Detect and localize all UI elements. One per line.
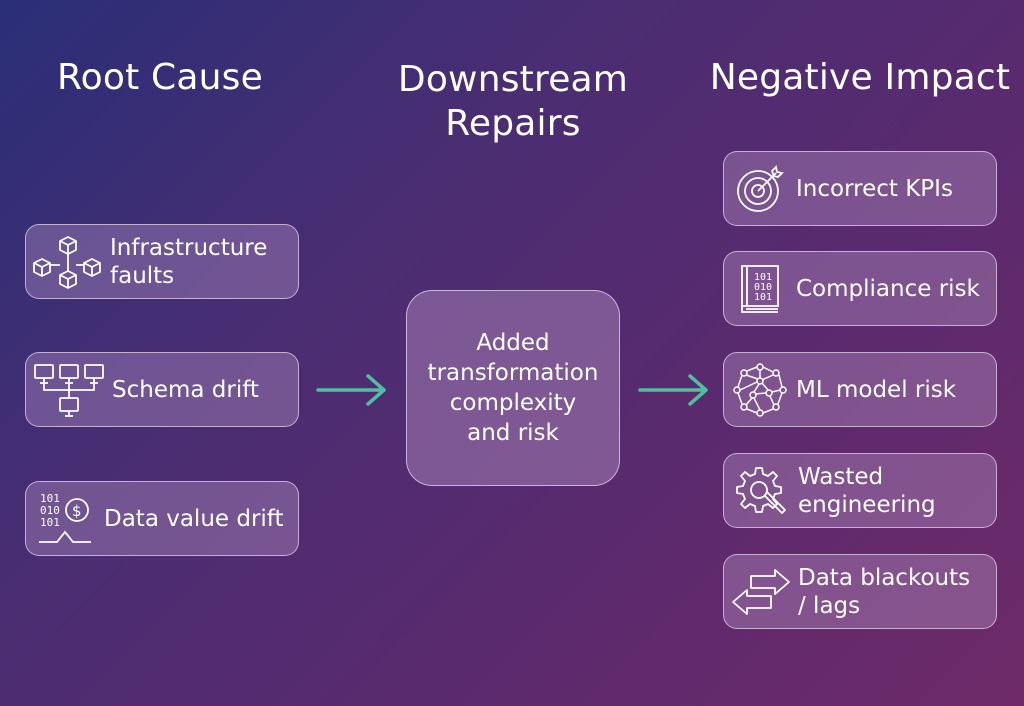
svg-text:101: 101 (40, 516, 60, 529)
target-icon (724, 163, 796, 215)
svg-text:010: 010 (40, 504, 60, 517)
impact-label: ML model risk (796, 376, 957, 403)
svg-text:101: 101 (754, 272, 772, 283)
root-cause-label: Schema drift (112, 376, 259, 403)
impact-label: Data blackouts / lags (798, 564, 971, 619)
root-cause-card-schema: Schema drift (25, 352, 299, 427)
root-cause-label: Infrastructure faults (110, 234, 268, 289)
binary-coin-icon: 101 010 101 $ (26, 490, 104, 548)
root-cause-heading: Root Cause (57, 57, 263, 98)
svg-text:$: $ (72, 502, 82, 520)
impact-card-data-blackouts: Data blackouts / lags (723, 554, 997, 629)
impact-card-ml-model: ML model risk (723, 352, 997, 427)
impact-label: Wasted engineering (798, 463, 936, 518)
svg-text:010: 010 (754, 282, 772, 293)
monitors-network-icon (26, 362, 112, 418)
arrow-right-icon (316, 374, 386, 406)
svg-text:101: 101 (40, 492, 60, 505)
impact-label: Incorrect KPIs (796, 175, 953, 202)
impact-card-kpis: Incorrect KPIs (723, 151, 997, 226)
cubes-network-icon (26, 231, 110, 293)
neural-network-icon (724, 362, 796, 417)
impact-card-wasted-engineering: Wasted engineering (723, 453, 997, 528)
impact-card-compliance: 101 010 101 Compliance risk (723, 251, 997, 326)
arrow-right-icon (638, 374, 708, 406)
gear-wrench-icon (724, 464, 798, 518)
bidirectional-arrows-icon (724, 568, 798, 616)
negative-impact-heading: Negative Impact (709, 57, 1011, 98)
downstream-repairs-label: Added transformation complexity and risk (427, 330, 599, 446)
root-cause-card-infrastructure: Infrastructure faults (25, 224, 299, 299)
svg-text:101: 101 (754, 292, 772, 303)
root-cause-card-data-value: 101 010 101 $ Data value drift (25, 481, 299, 556)
impact-label: Compliance risk (796, 275, 980, 302)
root-cause-label: Data value drift (104, 505, 284, 532)
downstream-repairs-heading: Downstream Repairs (397, 59, 629, 144)
binary-book-icon: 101 010 101 (724, 262, 796, 316)
downstream-repairs-box: Added transformation complexity and risk (406, 290, 620, 486)
